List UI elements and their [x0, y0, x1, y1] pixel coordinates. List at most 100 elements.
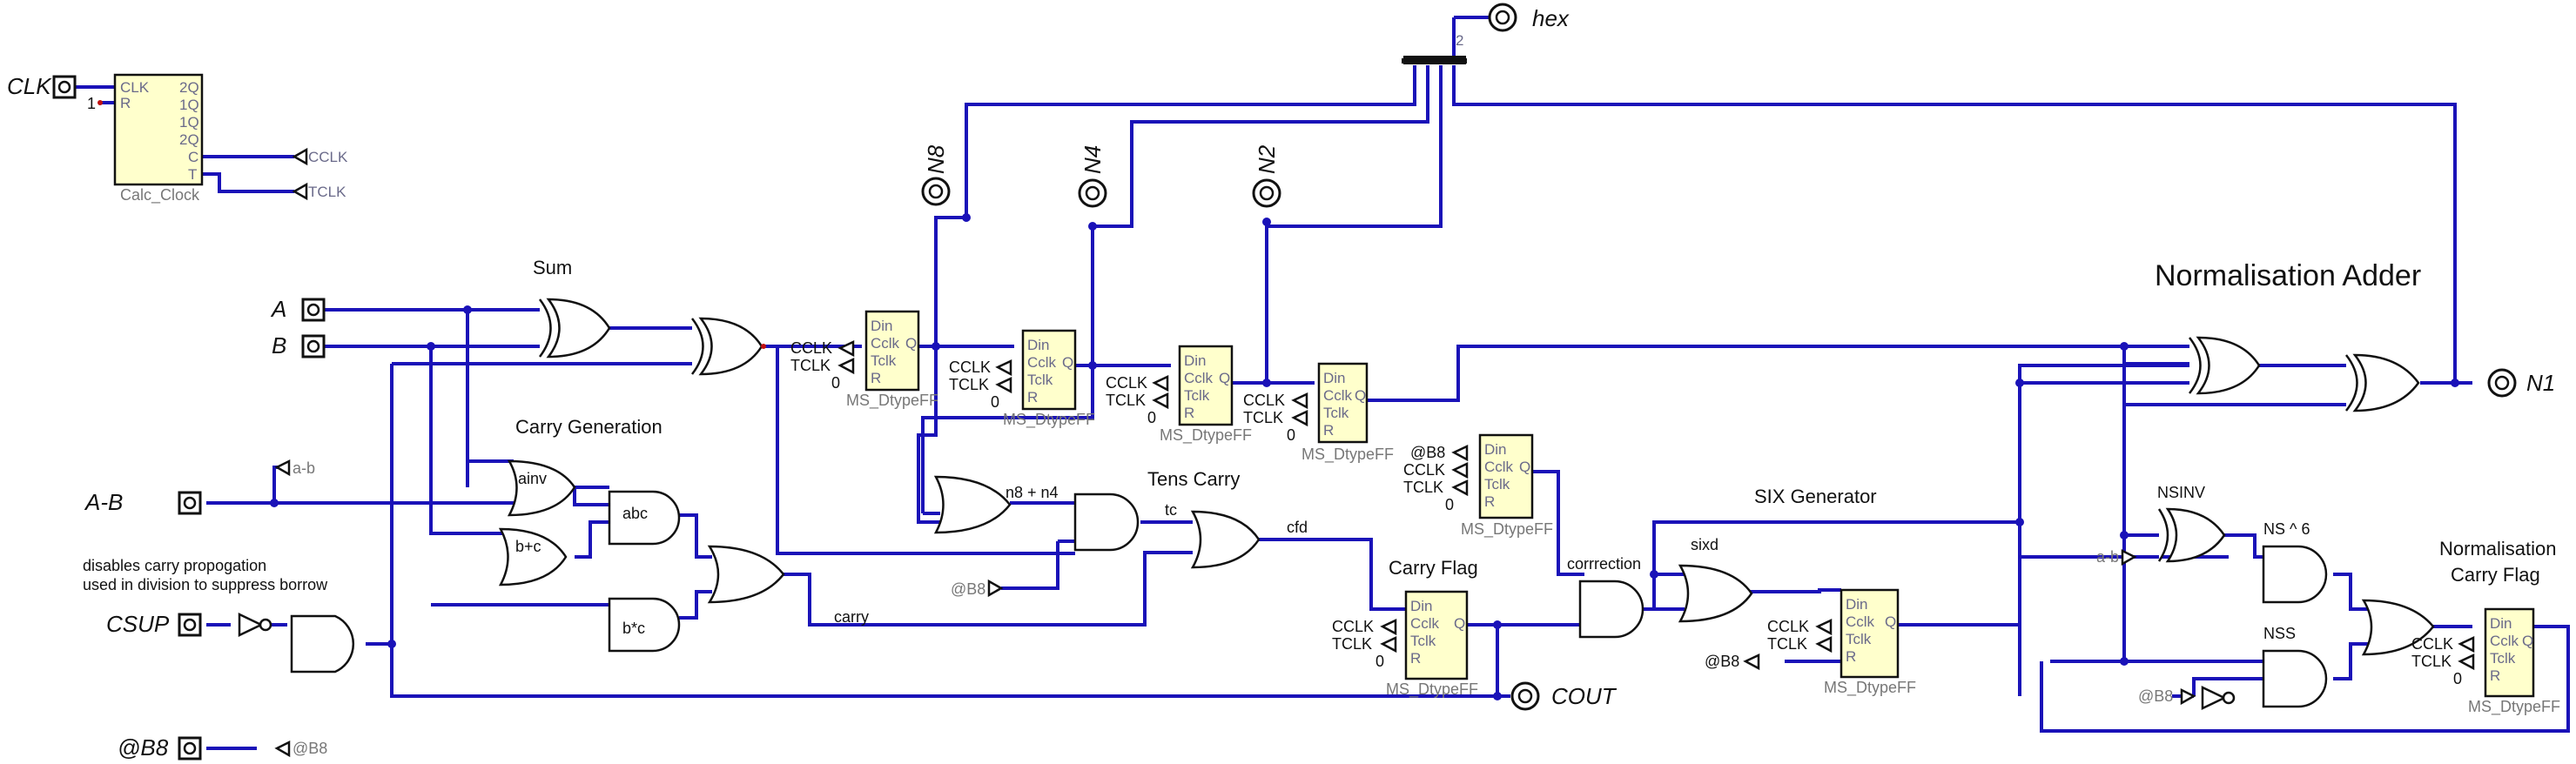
svg-text:TCLK: TCLK: [2411, 653, 2452, 670]
ff-clock-inputs: CCLK TCLK 0 CCLK TCLK 0 CCLK TCLK 0 CCLK…: [790, 339, 2475, 687]
svg-text:Din: Din: [871, 318, 893, 334]
label-carry-generation: Carry Generation: [515, 416, 662, 438]
tunnel-amb-norm: a-b: [2096, 548, 2137, 566]
tunnel-b8-bottom: @B8: [274, 740, 327, 758]
xor-norm-2[interactable]: [2345, 353, 2420, 412]
pin-hex[interactable]: hex: [1488, 3, 1570, 32]
svg-text:@B8: @B8: [1410, 444, 1445, 461]
svg-text:0: 0: [831, 374, 840, 392]
xor-norm-1[interactable]: [2189, 336, 2261, 395]
svg-text:TCLK: TCLK: [790, 357, 831, 374]
svg-text:CCLK: CCLK: [1767, 618, 1809, 635]
svg-text:MS_DtypeFF: MS_DtypeFF: [1301, 446, 1394, 464]
svg-text:2Q: 2Q: [179, 131, 199, 148]
svg-text:Din: Din: [1027, 337, 1050, 353]
or-cfd[interactable]: [1190, 510, 1261, 569]
xor-nsinv[interactable]: [2157, 507, 2226, 563]
label-tens-carry: Tens Carry: [1147, 468, 1240, 490]
or-bpc[interactable]: b+c: [498, 527, 568, 586]
pin-n4[interactable]: N4: [1078, 145, 1107, 208]
xor-sum-2[interactable]: [691, 317, 766, 376]
wires: [65, 16, 2570, 750]
and-abc[interactable]: abc: [608, 490, 681, 546]
pin-n1[interactable]: N1: [2487, 368, 2555, 398]
xor-sum-1[interactable]: [539, 298, 611, 359]
svg-text:R: R: [1323, 422, 1334, 439]
label-norm-carry-flag-1: Normalisation: [2439, 538, 2557, 560]
ff-six[interactable]: Din Cclk Tclk R Q MS_DtypeFF: [1824, 588, 1916, 697]
ff-n2[interactable]: Din Cclk Tclk R Q MS_DtypeFF: [1160, 345, 1252, 445]
svg-text:Q: Q: [1219, 370, 1230, 386]
label-ns6: NS ^ 6: [2263, 520, 2310, 538]
calc-clock[interactable]: CLK R 2Q 1Q 1Q 2Q C T Calc_Clock 1: [87, 73, 204, 204]
or-carry[interactable]: [707, 545, 785, 604]
ff-b8[interactable]: Din Cclk Tclk R Q MS_DtypeFF: [1461, 433, 1553, 539]
label-tc: tc: [1165, 501, 1177, 519]
svg-text:ainv: ainv: [518, 470, 547, 487]
not-nss[interactable]: [2201, 686, 2236, 710]
svg-text:T: T: [188, 166, 197, 183]
ff-n4[interactable]: Din Cclk Tclk R Q MS_DtypeFF: [1003, 329, 1095, 429]
tunnel-b8-nss: @B8: [2138, 687, 2196, 706]
svg-text:MS_DtypeFF: MS_DtypeFF: [846, 392, 938, 410]
svg-text:Q: Q: [1062, 354, 1073, 371]
and-nss[interactable]: [2262, 649, 2328, 708]
tunnel-amb: a-b: [274, 459, 315, 477]
or-ainv[interactable]: ainv: [507, 459, 576, 517]
and-tc[interactable]: [1073, 493, 1140, 552]
or-norm-carry[interactable]: [2361, 599, 2435, 656]
svg-text:CCLK: CCLK: [308, 149, 348, 165]
svg-text:R: R: [1184, 405, 1194, 421]
and-ns6[interactable]: [2262, 545, 2328, 604]
not-csup[interactable]: [238, 613, 272, 637]
svg-text:2Q: 2Q: [179, 79, 199, 96]
note-line-1: disables carry propogation: [83, 557, 266, 574]
svg-text:Tclk: Tclk: [871, 352, 897, 369]
and-bc[interactable]: b*c: [608, 597, 681, 653]
svg-text:MS_DtypeFF: MS_DtypeFF: [1160, 426, 1252, 445]
pin-b8[interactable]: @B8: [118, 734, 202, 761]
ff-n1[interactable]: Din Cclk Tclk R Q MS_DtypeFF: [1301, 362, 1394, 464]
svg-text:A-B: A-B: [84, 489, 123, 515]
hex-splitter[interactable]: 2: [1403, 32, 1466, 64]
pin-n8[interactable]: N8: [921, 144, 951, 206]
pin-csup[interactable]: CSUP: [106, 611, 202, 637]
ff-carry-flag[interactable]: Din Cclk Tclk R Q MS_DtypeFF: [1386, 590, 1478, 699]
svg-text:Cclk: Cclk: [1027, 354, 1057, 371]
svg-text:A: A: [270, 296, 286, 322]
svg-text:Din: Din: [2490, 615, 2512, 632]
ff-norm-carry[interactable]: Din Cclk Tclk R Q MS_DtypeFF: [2468, 607, 2560, 716]
pin-a[interactable]: A: [270, 296, 326, 322]
note-line-2: used in division to suppress borrow: [83, 576, 328, 593]
svg-text:C: C: [188, 149, 198, 165]
svg-text:Q: Q: [1355, 387, 1366, 404]
svg-text:CCLK: CCLK: [790, 339, 832, 357]
svg-text:Tclk: Tclk: [1323, 405, 1349, 421]
pin-amb[interactable]: A-B: [84, 489, 202, 515]
or-n8n4[interactable]: [933, 475, 1012, 534]
svg-text:Tclk: Tclk: [1410, 633, 1436, 649]
pin-clk[interactable]: CLK: [7, 73, 77, 99]
svg-text:b+c: b+c: [515, 538, 541, 555]
svg-text:N2: N2: [1254, 144, 1280, 174]
pin-b[interactable]: B: [272, 332, 326, 359]
svg-text:TCLK: TCLK: [1243, 409, 1283, 426]
tunnel-cclk-out: CCLK: [292, 147, 348, 166]
or-sixd[interactable]: [1678, 564, 1753, 623]
label-carry-flag: Carry Flag: [1389, 557, 1478, 579]
pin-cout[interactable]: COUT: [1510, 681, 1618, 711]
pin-n2[interactable]: N2: [1252, 144, 1281, 208]
label-cfd: cfd: [1287, 519, 1308, 536]
and-correction[interactable]: [1578, 580, 1644, 639]
svg-text:Cclk: Cclk: [1184, 370, 1214, 386]
and-csup[interactable]: [290, 614, 354, 674]
svg-text:B: B: [272, 332, 286, 359]
svg-text:CSUP: CSUP: [106, 611, 170, 637]
svg-text:@B8: @B8: [293, 740, 327, 757]
ff-n8[interactable]: Din Cclk Tclk R Q MS_DtypeFF: [846, 310, 938, 410]
label-sixd: sixd: [1691, 536, 1718, 553]
svg-text:Tclk: Tclk: [1484, 476, 1510, 493]
svg-text:COUT: COUT: [1551, 683, 1618, 709]
svg-text:N4: N4: [1079, 145, 1106, 174]
